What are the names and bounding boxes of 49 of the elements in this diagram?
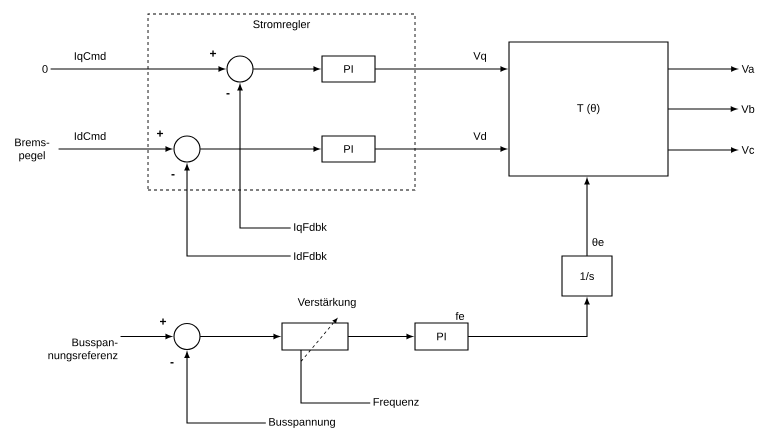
output-text: Va — [742, 65, 754, 73]
arrow — [668, 66, 738, 72]
arrow — [50, 66, 225, 72]
arrow — [200, 146, 320, 152]
pi-block: PI — [414, 322, 469, 351]
sign-label: + — [160, 318, 166, 325]
pi-block: PI — [321, 55, 376, 83]
edge-label: IqCmd — [74, 52, 106, 62]
input-text: Busspan- nungsreferenz — [48, 338, 118, 362]
pi-block: PI — [321, 135, 376, 163]
arrow — [668, 106, 737, 112]
edge-label: IdCmd — [74, 132, 106, 140]
arrow — [348, 334, 413, 340]
integrator-block: 1/s — [561, 255, 613, 297]
sign-label: - — [171, 174, 175, 176]
arrow — [58, 146, 172, 152]
arrow — [376, 66, 507, 72]
edge-label: Vd — [473, 132, 486, 140]
arrow — [184, 164, 291, 257]
arrow — [468, 298, 590, 338]
gain-label: Verstärkung — [298, 298, 356, 308]
arrow — [237, 84, 291, 229]
sign-label: + — [210, 50, 216, 57]
summing-junction — [173, 322, 201, 350]
edge-label: fe — [456, 312, 464, 320]
arrow — [376, 146, 507, 152]
arrow — [254, 66, 320, 72]
sign-label: - — [170, 362, 174, 364]
variable-gain-box — [281, 318, 349, 362]
feedback-text: IqFdbk — [294, 222, 327, 234]
arrow — [584, 178, 590, 256]
edge-label: Vq — [473, 52, 486, 62]
output-text: Vc — [742, 146, 754, 154]
sign-label: + — [157, 130, 164, 137]
sign-label: - — [226, 93, 230, 94]
feedback-text: Busspannung — [269, 418, 335, 428]
input-text: 0 — [42, 65, 48, 73]
edge-label: θe — [592, 238, 604, 246]
arrow — [184, 352, 266, 424]
output-text: Vb — [741, 104, 754, 114]
signal-text: Frequenz — [374, 398, 419, 408]
summing-junction — [226, 55, 254, 83]
summing-junction — [173, 135, 201, 163]
transform-block: T (θ) — [508, 41, 669, 177]
feedback-text: IdFdbk — [294, 252, 327, 260]
input-text: Brems- pegel — [15, 138, 50, 162]
arrow — [200, 334, 280, 340]
arrow — [668, 147, 738, 153]
arrow — [120, 334, 172, 340]
